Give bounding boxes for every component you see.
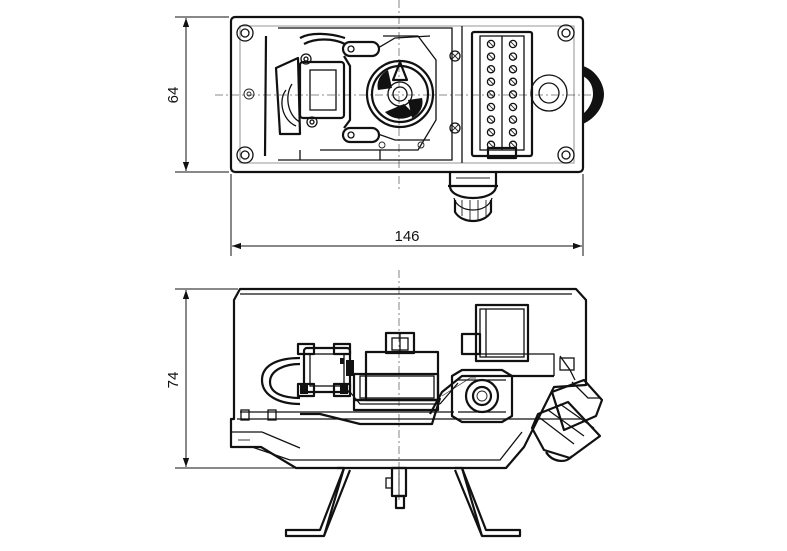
terminal-screw [508,77,518,87]
corner-screw-bottom-right [557,146,575,164]
terminal-screw [508,64,518,74]
terminal-screw [486,39,496,49]
terminal-screw-slot [510,104,516,110]
terminal-screw-slot [488,91,494,97]
terminal-screw-slot [488,79,494,85]
terminal-screw [486,90,496,99]
cable-gland-top [448,172,498,223]
terminal-screw-slot [488,142,494,148]
terminal-screw [508,90,518,99]
right-knob [583,66,604,124]
dimension-146: 146 [230,174,584,256]
terminal-screw-slot [510,79,516,85]
terminal-screw [508,140,518,150]
terminal-screw-slot [488,41,494,47]
cam-knob [365,35,437,151]
terminal-screw-slot [488,117,494,123]
terminal-screw [508,39,518,49]
terminal-screw [486,64,496,74]
cable-gland-side [530,378,604,462]
terminal-screw-slot [510,54,516,60]
bushing [450,368,514,424]
terminal-screw-slot [510,129,516,135]
dimension-64-label: 64 [165,87,182,104]
dimension-74: 74 [165,288,296,469]
terminal-screw-slot [488,129,494,135]
corner-screw-top-left [236,24,254,42]
terminal-screw-slot [510,41,516,47]
terminal-screw-slot [488,54,494,60]
mechanism-side [260,331,554,426]
screw-lower [449,122,461,134]
side-view: 74 [165,270,604,538]
terminal-screw [508,102,518,112]
top-view: 64 146 [165,0,604,256]
dimension-64: 64 [165,16,229,173]
terminal-screw [486,140,496,150]
terminal-screw-slot [510,142,516,148]
terminal-screw [486,77,496,87]
corner-screw-bottom-left [236,146,254,164]
mounting-foot-left [284,466,352,538]
mounting-foot-right [453,466,522,538]
terminal-screw [508,52,518,61]
corner-screw-top-right [557,24,575,42]
terminal-screw [486,52,496,61]
dimension-74-label: 74 [165,372,182,389]
dimension-146-label: 146 [394,228,419,245]
terminal-screw-slot [488,104,494,110]
terminal-screw-slot [510,66,516,72]
terminal-screw-slot [510,91,516,97]
terminal-screw [508,127,518,137]
terminal-screw [486,127,496,137]
micro-switch-top [274,32,431,160]
terminal-screw [486,102,496,112]
terminal-screw [508,115,518,124]
terminal-side [460,303,576,381]
terminal-screw [486,115,496,124]
terminal-screw-slot [488,66,494,72]
terminal-screw-slot [510,117,516,123]
terminal-block [470,30,534,160]
housing-outline [229,15,585,174]
shaft [385,466,408,510]
screw-upper [449,50,461,62]
